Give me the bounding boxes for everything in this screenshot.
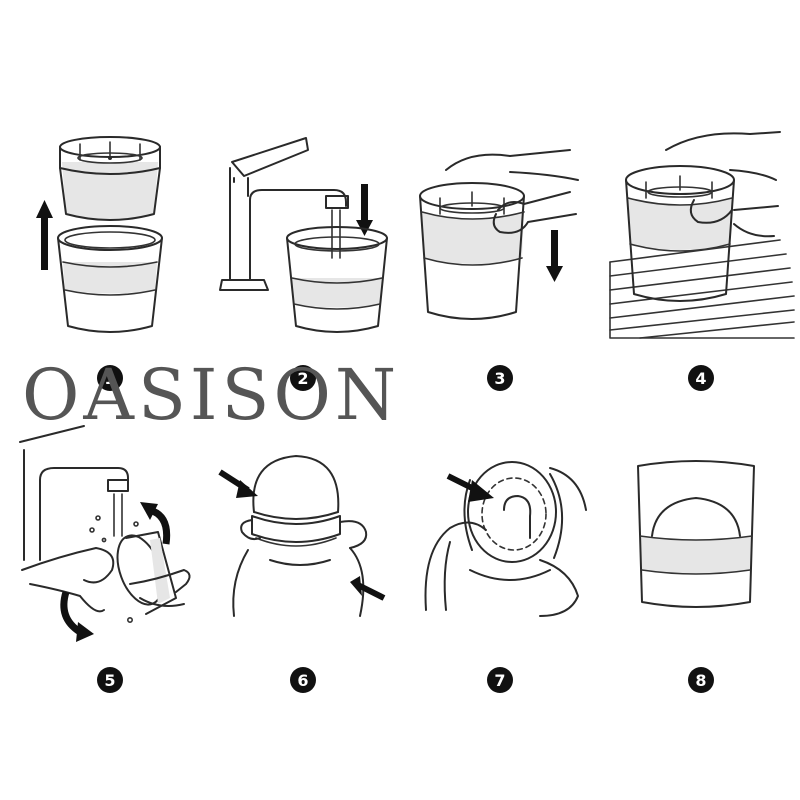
step-3-illustration <box>419 149 579 320</box>
step-8-panel <box>600 420 800 750</box>
step-number-1: 1 <box>97 365 123 391</box>
step-number-8: 8 <box>688 667 714 693</box>
silicone-mould <box>463 461 563 563</box>
faucet-icon <box>219 137 349 291</box>
step-8-illustration <box>637 460 755 608</box>
step-number-3: 3 <box>487 365 513 391</box>
silicone-mould <box>251 455 341 547</box>
step-3-panel <box>400 0 600 330</box>
step-5-illustration <box>19 425 191 642</box>
hand-icon <box>232 519 368 617</box>
glass-with-ice-ball <box>637 460 755 608</box>
step-6-panel <box>200 420 400 750</box>
step-7-panel <box>400 420 600 750</box>
step-number-4: 4 <box>688 365 714 391</box>
step-number-2: 2 <box>290 365 316 391</box>
step-1-panel <box>0 0 200 333</box>
step-4-panel <box>600 0 800 339</box>
rotate-arrow-icon <box>60 590 94 642</box>
step-5-panel <box>0 420 200 750</box>
up-arrow-icon <box>36 200 53 270</box>
hand-icon <box>445 149 579 234</box>
freezer-rack <box>609 239 795 339</box>
press-arrow-icon <box>350 576 386 601</box>
step-6-illustration <box>218 455 386 617</box>
step-number-7: 7 <box>487 667 513 693</box>
press-arrow-icon <box>218 469 258 498</box>
step-number-6: 6 <box>290 667 316 693</box>
hand-icon <box>665 131 781 238</box>
rotate-arrow-icon <box>140 502 171 545</box>
hand-icon <box>424 467 587 617</box>
faucet-icon <box>19 425 129 561</box>
step-4-illustration <box>609 131 795 339</box>
step-number-5: 5 <box>97 667 123 693</box>
step-7-illustration <box>424 461 587 617</box>
hand-icon <box>21 547 191 613</box>
push-arrow-icon <box>446 473 494 502</box>
down-arrow-icon <box>546 230 563 282</box>
step-2-panel <box>200 0 400 333</box>
step-1-illustration <box>36 136 163 333</box>
step-2-illustration <box>219 137 388 333</box>
brand-watermark: OASISON <box>22 354 401 436</box>
